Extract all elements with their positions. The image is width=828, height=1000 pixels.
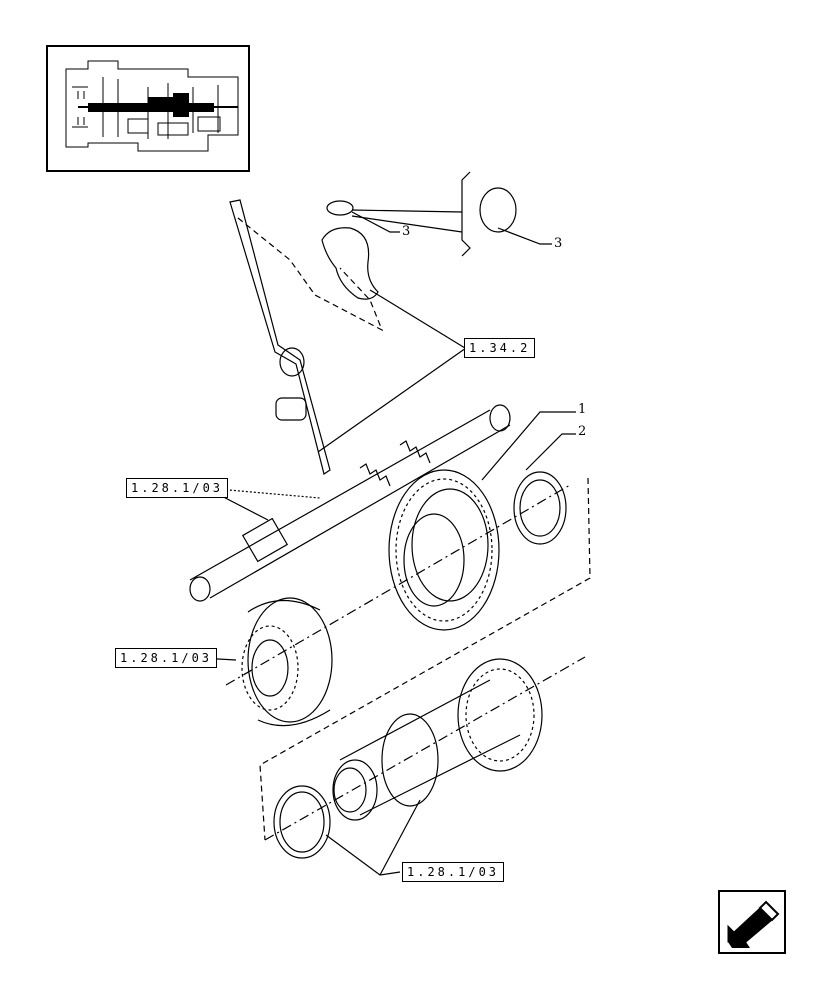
part-number-3-knob-cap: 3 xyxy=(402,224,411,239)
detail-brace xyxy=(461,171,471,257)
output-shaft xyxy=(339,679,521,816)
shift-shaft xyxy=(189,409,511,599)
callout-ref-1-28-1-03-hub[interactable]: 1.28.1/03 xyxy=(115,648,218,668)
knob-cap xyxy=(326,200,354,216)
part-number-1: 1 xyxy=(578,402,587,417)
synchronizer-hub-outer xyxy=(247,597,333,723)
part-number-2: 2 xyxy=(578,424,587,439)
synchronizer-hub-bore xyxy=(251,639,289,697)
large-gear-bore xyxy=(403,513,465,607)
thrust-washer-outer xyxy=(513,471,567,545)
transmission-thumbnail-drawing xyxy=(65,60,239,152)
lever-knob-dashed-outline xyxy=(237,217,384,332)
lever-clamp xyxy=(275,397,307,421)
location-thumbnail xyxy=(46,45,250,172)
shaft-end xyxy=(189,576,211,602)
callout-ref-1-28-1-03-shaft[interactable]: 1.28.1/03 xyxy=(126,478,229,498)
back-navigation-button[interactable] xyxy=(718,890,786,954)
lever-pivot-ball xyxy=(279,347,305,377)
knob-cap-detail xyxy=(479,187,517,233)
part-number-3-detail: 3 xyxy=(554,236,563,251)
output-gear-large xyxy=(457,658,543,772)
output-gear-small xyxy=(381,713,439,807)
callout-ref-1-28-1-03-output[interactable]: 1.28.1/03 xyxy=(402,862,505,882)
back-arrow-icon xyxy=(727,900,780,948)
snap-ring-outer xyxy=(273,785,331,859)
thrust-washer-inner xyxy=(519,479,561,537)
gear-lever-rod xyxy=(229,199,331,475)
large-gear-outer xyxy=(388,469,500,631)
callout-ref-1-34-2[interactable]: 1.34.2 xyxy=(464,338,536,358)
gear-knob xyxy=(321,227,379,300)
